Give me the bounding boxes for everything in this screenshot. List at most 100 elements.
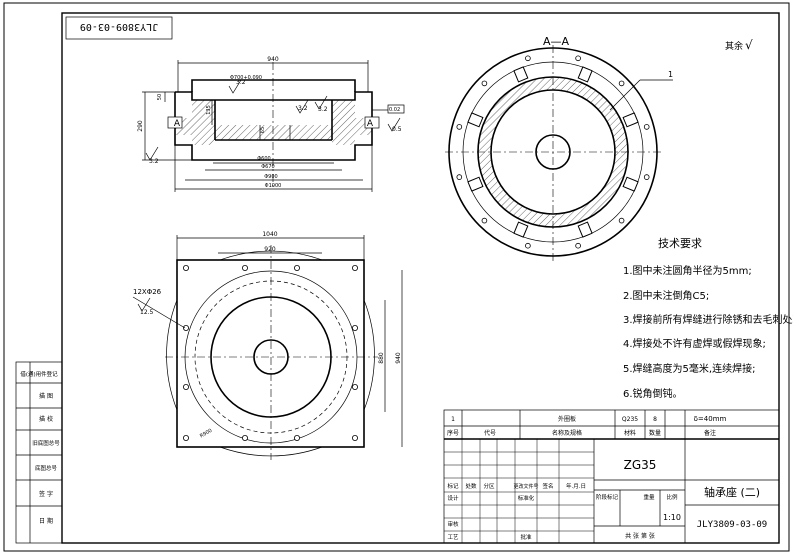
tb-sheets: 共 张 第 张 — [625, 532, 655, 540]
bolt-hole — [643, 174, 650, 180]
roughness-symbol: √ — [745, 38, 753, 52]
tb-mark-6: 年.月.日 — [566, 482, 586, 490]
outer-border — [3, 2, 790, 552]
tb-part-name: 轴承座 (二) — [704, 485, 760, 499]
bolt-hole — [525, 242, 531, 249]
mounting-hole — [182, 264, 189, 271]
plan-inner-height: 880 — [378, 352, 385, 364]
balloon-1: 1 — [668, 70, 673, 79]
tb-mark-5: 签名 — [542, 482, 553, 490]
bolt-hole — [575, 55, 581, 62]
hdr-material: 材料 — [624, 429, 636, 437]
side-cell-7: 日 期 — [39, 517, 53, 525]
hdr-no: 序号 — [447, 429, 459, 437]
dim-d-600: Φ600 — [257, 156, 270, 162]
plan-diag: R900 — [199, 428, 213, 440]
mounting-hole — [351, 324, 358, 331]
hdr-name: 名称及规格 — [552, 429, 582, 437]
tb-ratio: 比例 — [666, 493, 678, 501]
title-block: 1 外圈板 Q235 8 δ=40mm 序号 代号 名称及规格 材料 数量 备注 — [443, 409, 780, 544]
tb-approve: 批准 — [520, 533, 532, 541]
hdr-qty: 数量 — [649, 429, 661, 437]
rib — [622, 112, 639, 128]
plan-width: 1040 — [262, 231, 277, 238]
rib — [467, 176, 484, 192]
plan-view: 1040 920 940 880 12XΦ26 12.5 R900 — [132, 231, 403, 460]
dim-height-inner: 135 — [206, 105, 212, 115]
plan-inner-width: 920 — [264, 246, 276, 253]
rib — [622, 176, 639, 192]
dim-d-1000: Φ1000 — [265, 183, 282, 189]
rib — [577, 66, 593, 83]
rib — [467, 112, 484, 128]
bolt-hole — [525, 55, 531, 62]
roughness-1: 3.2 — [236, 79, 246, 86]
tb-role-process: 工艺 — [447, 534, 459, 541]
side-cell-5: 底图总号 — [35, 464, 58, 472]
tb-mark-1: 标记 — [447, 482, 459, 490]
tech-title: 技术要求 — [658, 237, 702, 250]
tb-stage: 阶段标记 — [596, 493, 619, 501]
bolt-hole — [456, 174, 463, 180]
part-note: δ=40mm — [694, 415, 727, 423]
part-material: Q235 — [622, 416, 638, 423]
bolt-hole — [618, 217, 625, 224]
dim-width-top: 940 — [267, 56, 279, 63]
bolt-hole — [643, 124, 650, 130]
tolerance-ref: 0.5 — [392, 126, 402, 133]
hdr-code: 代号 — [484, 429, 496, 437]
mounting-hole — [182, 383, 189, 390]
bolt-hole — [575, 242, 581, 249]
rib — [513, 221, 529, 238]
roughness-note: 其余 — [725, 40, 743, 52]
section-label: A—A — [543, 35, 570, 48]
tech-item-3: 3.焊接前所有焊缝进行除锈和去毛刺处理; — [623, 313, 793, 326]
tb-std: 标准化 — [518, 494, 535, 502]
rib — [577, 221, 593, 238]
roughness-3: 3.2 — [318, 106, 328, 113]
bolt-hole — [618, 80, 625, 87]
part-name: 外圈板 — [558, 415, 576, 423]
dim-d-900: Φ900 — [264, 174, 277, 180]
tb-role-review: 审核 — [447, 520, 459, 528]
side-cell-4: 旧底图总号 — [32, 439, 60, 447]
hdr-note: 备注 — [704, 429, 716, 437]
mounting-hole — [182, 324, 189, 331]
tech-item-4: 4.焊接处不许有虚焊或假焊现象; — [623, 337, 766, 350]
dim-height-total: 290 — [137, 120, 144, 132]
dim-bore: Φ700+0.090 — [230, 75, 262, 81]
dim-height-mid: 65 — [260, 127, 266, 133]
mounting-hole — [182, 434, 189, 441]
part-qty: 8 — [653, 416, 657, 423]
plan-roughness: 12.5 — [140, 309, 154, 316]
tech-item-2: 2.图中未注倒角C5; — [623, 289, 709, 302]
mounting-hole — [351, 383, 358, 390]
plan-height: 940 — [395, 352, 402, 364]
part-no: 1 — [451, 416, 455, 423]
rib — [513, 66, 529, 83]
tb-material: ZG35 — [624, 458, 657, 472]
technical-requirements: 技术要求 1.图中未注圆角半径为5mm; 2.图中未注倒角C5; 3.焊接前所有… — [623, 237, 793, 400]
side-cell-3: 描 校 — [39, 415, 53, 423]
roughness-4: 3.2 — [149, 158, 159, 165]
tech-item-1: 1.图中未注圆角半径为5mm; — [623, 264, 752, 277]
tb-weight: 重量 — [643, 493, 655, 501]
dim-d-670: Φ670 — [261, 164, 274, 170]
bolt-hole — [481, 80, 488, 87]
tolerance-value: 0.02 — [389, 107, 400, 113]
mounting-hole — [241, 434, 248, 441]
front-section-view: A A 940 Φ700+0.090 Φ600 Φ670 Φ900 Φ1000 … — [137, 56, 405, 192]
mounting-hole — [351, 264, 358, 271]
tb-role-design: 设计 — [447, 494, 459, 502]
tb-mark-3: 分区 — [483, 482, 495, 490]
inner-border — [61, 12, 780, 544]
section-mark-right: A — [367, 119, 374, 129]
mounting-hole — [293, 434, 300, 441]
section-a-a-view: A—A 1 — [445, 35, 673, 262]
bolt-hole — [481, 217, 488, 224]
bolt-hole — [456, 124, 463, 130]
section-mark-left: A — [174, 119, 181, 129]
side-cell-2: 描 图 — [39, 392, 53, 400]
tb-drawing-no: JLY3809-03-09 — [697, 520, 767, 530]
